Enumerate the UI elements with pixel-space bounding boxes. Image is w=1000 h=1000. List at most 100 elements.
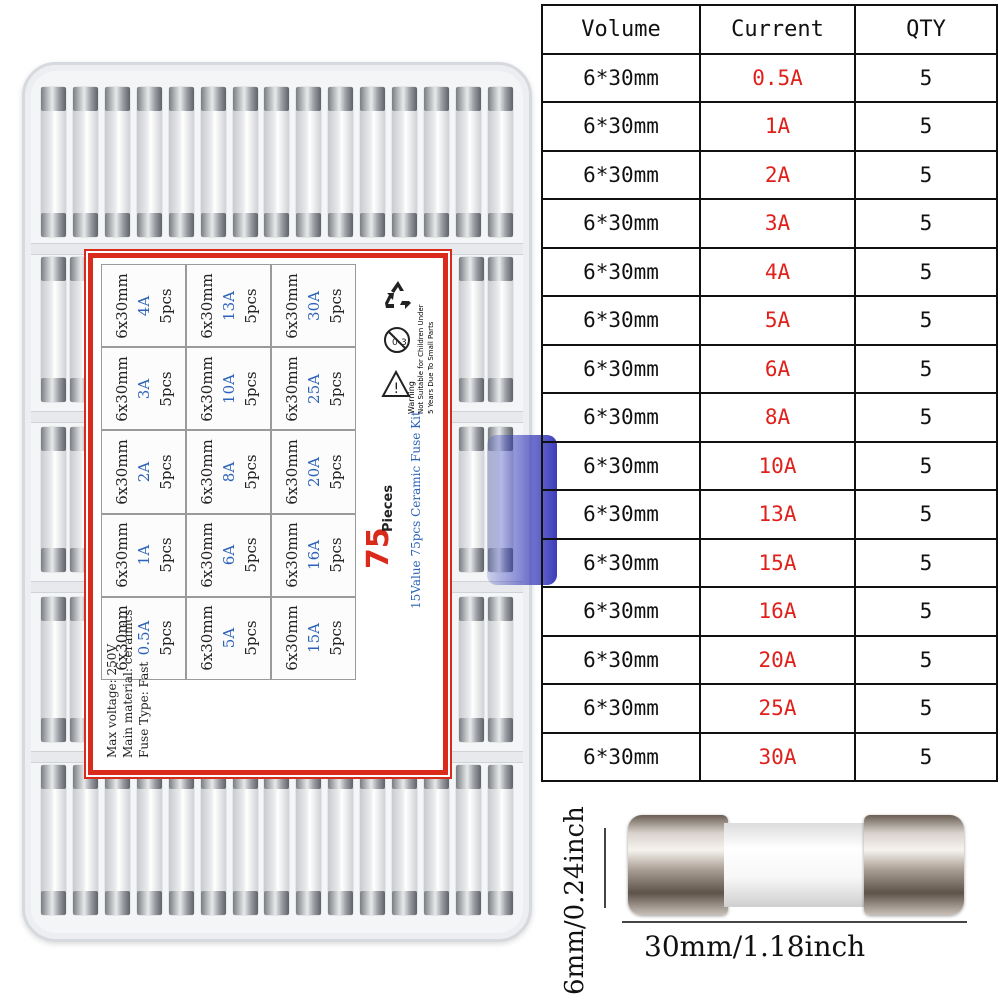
cell-size: 6x30mm xyxy=(197,605,216,672)
fuse xyxy=(487,87,513,237)
cell-qty: 5 xyxy=(854,489,998,540)
cell-amp: 5A xyxy=(219,628,238,649)
svg-text:!: ! xyxy=(394,381,400,397)
cell-amp: 16A xyxy=(304,540,323,571)
fuse xyxy=(72,87,98,237)
fuse xyxy=(459,427,484,572)
fuse xyxy=(232,765,258,915)
cell-amp: 13A xyxy=(219,290,238,321)
cell-current: 25A xyxy=(699,683,856,734)
cell-size: 6x30mm xyxy=(112,272,131,339)
cell-size: 6x30mm xyxy=(112,356,131,422)
fuse xyxy=(328,765,354,915)
warning-line-2: 5 Years Due To Small Parts xyxy=(427,321,435,414)
cell-current: 20A xyxy=(699,634,856,685)
fuse-row-side-1 xyxy=(41,257,513,402)
cell-size: 6x30mm xyxy=(282,439,301,505)
cell-volume: 6*30mm xyxy=(541,683,701,734)
cell-current: 5A xyxy=(699,295,856,346)
fuse xyxy=(232,87,258,237)
cell-volume: 6*30mm xyxy=(541,52,701,103)
cell-qty: 5pcs xyxy=(156,287,175,324)
fuse xyxy=(168,87,194,237)
fuse-row-bottom xyxy=(41,765,513,915)
cell-size: 6x30mm xyxy=(197,439,216,505)
cell-amp: 2A xyxy=(134,461,153,483)
pieces-number: 75 xyxy=(361,527,396,569)
fuse xyxy=(104,765,130,915)
cell-qty: 5 xyxy=(854,343,998,394)
cell-amp: 10A xyxy=(219,373,238,404)
spec-voltage: Max voltage: 250V xyxy=(105,643,119,758)
cell-current: 30A xyxy=(699,731,856,782)
cell-size: 6x30mm xyxy=(282,522,301,588)
cell-qty: 5 xyxy=(854,440,998,491)
length-line xyxy=(622,921,967,923)
cell-amp: 20A xyxy=(304,457,323,487)
caution-triangle-icon: ! xyxy=(381,369,411,398)
cell-size: 6x30mm xyxy=(112,439,131,505)
cell-qty: 5pcs xyxy=(156,537,175,573)
cell-volume: 6*30mm xyxy=(541,246,701,297)
cell-qty: 5 xyxy=(854,683,998,734)
cell-current: 13A xyxy=(699,489,856,540)
cell-qty: 5 xyxy=(854,246,998,297)
fuse-end-cap-left xyxy=(628,815,728,915)
fuse xyxy=(41,597,66,742)
fuse-row-top xyxy=(41,87,513,237)
cell-size: 6x30mm xyxy=(197,522,216,588)
cell-volume: 6*30mm xyxy=(541,101,701,152)
spec-material: Main material: ceramics xyxy=(121,609,135,758)
fuse xyxy=(41,765,66,915)
diameter-line xyxy=(604,828,606,908)
fuse xyxy=(136,87,162,237)
cell-volume: 6*30mm xyxy=(541,198,701,249)
spec-type: Fuse Type: Fast xyxy=(137,661,151,758)
cell-qty: 5 xyxy=(854,101,998,152)
fuse xyxy=(424,87,450,237)
fuse xyxy=(459,257,484,402)
cell-qty: 5pcs xyxy=(241,620,260,657)
fuse-illustration xyxy=(628,815,964,915)
cell-amp: 4A xyxy=(134,295,153,316)
cell-qty: 5pcs xyxy=(326,620,345,657)
cell-qty: 5pcs xyxy=(156,454,175,490)
fuse xyxy=(488,257,513,402)
fuse xyxy=(459,597,484,742)
cell-current: 10A xyxy=(699,440,856,491)
fuse xyxy=(200,87,226,237)
cell-qty: 5pcs xyxy=(241,454,260,490)
cell-qty: 5 xyxy=(854,731,998,782)
cell-volume: 6*30mm xyxy=(541,586,701,637)
cell-amp: 25A xyxy=(304,373,323,404)
cell-qty: 5pcs xyxy=(156,371,175,407)
cell-amp: 15A xyxy=(304,623,323,654)
fuse xyxy=(136,765,162,915)
fuse xyxy=(264,765,290,915)
fuse xyxy=(200,765,226,915)
